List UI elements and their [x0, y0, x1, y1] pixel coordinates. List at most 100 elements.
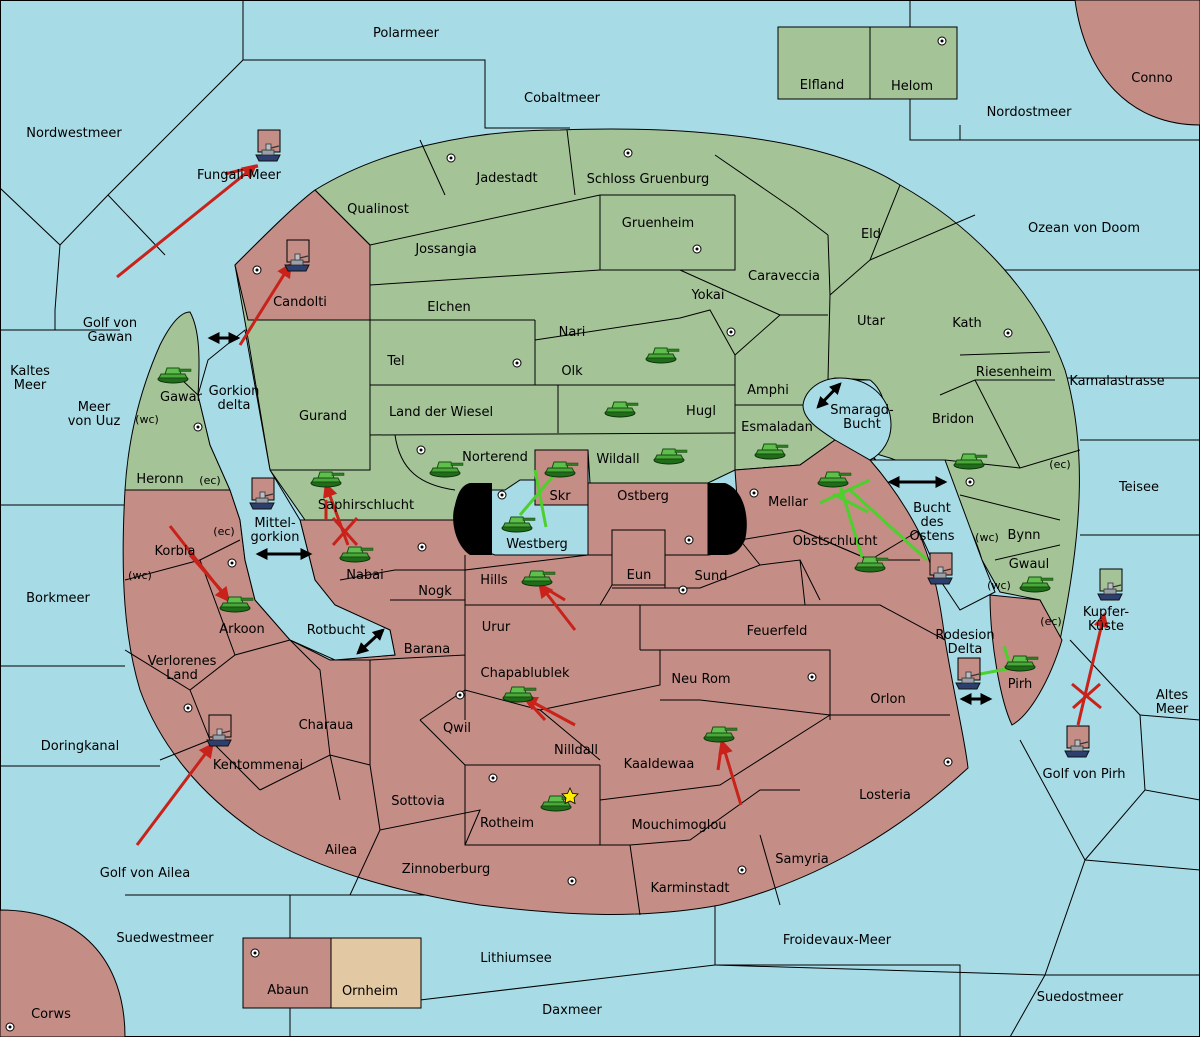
label-ozean-von-doom: Ozean von Doom: [1028, 221, 1140, 236]
label-zinnoberburg: Zinnoberburg: [402, 862, 490, 877]
label-amphi: Amphi: [747, 383, 789, 398]
label-westberg: Westberg: [506, 537, 568, 552]
supply-center-icon: [512, 358, 522, 368]
label-nabai: Nabai: [346, 568, 384, 583]
red-orders: [116, 164, 1109, 846]
province-eun[interactable]: [611, 529, 666, 586]
label-gruenheim: Gruenheim: [622, 216, 694, 231]
label-karminstadt: Karminstadt: [650, 881, 729, 896]
label-suedwestmeer: Suedwestmeer: [116, 931, 214, 946]
label-sund: Sund: [695, 569, 728, 584]
province-conno[interactable]: [1074, 0, 1200, 126]
label-esmaladan: Esmaladan: [741, 420, 813, 435]
arrow-icon: [188, 554, 230, 599]
province-elfland[interactable]: [777, 26, 871, 100]
label-kamalastrasse: Kamalastrasse: [1069, 374, 1164, 389]
supply-center-icon: [678, 585, 688, 595]
label-jossangia: Jossangia: [414, 242, 476, 257]
label-arkoon: Arkoon: [219, 622, 264, 637]
label-nari: Nari: [559, 325, 586, 340]
label-ailea: Ailea: [325, 843, 357, 858]
label-daxmeer: Daxmeer: [542, 1003, 602, 1018]
arrow-icon: [522, 696, 576, 727]
province-gawar[interactable]: [124, 311, 231, 491]
supply-center-icon: [416, 445, 426, 455]
supply-center-icon: [749, 488, 759, 498]
sea-mittelgorkion[interactable]: [197, 329, 396, 661]
arrow-icon: [224, 164, 259, 176]
label-skr: Skr: [549, 489, 571, 504]
supply-center-icon: [252, 265, 262, 275]
supply-center-icon: [227, 558, 237, 568]
ship-icon: [284, 239, 310, 272]
label-pirh: Pirh: [1008, 677, 1033, 692]
label-gurand: Gurand: [299, 409, 347, 424]
label-elchen: Elchen: [427, 300, 470, 315]
label-bynn: Bynn: [1007, 528, 1040, 543]
ship-icon: [255, 129, 281, 162]
supply-center-icon: [193, 422, 203, 432]
supply-center-icon: [1003, 328, 1013, 338]
label-jadestadt: Jadestadt: [475, 171, 537, 186]
label-ornheim: Ornheim: [342, 984, 398, 999]
label-kaaldewaa: Kaaldewaa: [624, 757, 695, 772]
supply-center-icon: [497, 490, 507, 500]
supply-center-icon: [937, 36, 947, 46]
supply-center-icon: [623, 148, 633, 158]
label-samyria: Samyria: [775, 852, 829, 867]
impassable-west: [453, 483, 492, 555]
label-sottovia: Sottovia: [391, 794, 445, 809]
label-gawar: Gawar: [160, 390, 203, 405]
label-eun: Eun: [627, 568, 652, 583]
label-hugl: Hugl: [686, 404, 716, 419]
label-charaua: Charaua: [299, 718, 354, 733]
support-line-icon: [533, 469, 548, 528]
arrow-icon: [323, 482, 350, 546]
label-mouchimoglou: Mouchimoglou: [631, 818, 726, 833]
supply-center-icon: [692, 244, 702, 254]
label-qwil: Qwil: [443, 721, 471, 736]
label-golf-von-pirh: Golf von Pirh: [1043, 767, 1126, 782]
ship-icon: [955, 657, 981, 690]
supply-center-icon: [943, 757, 953, 767]
label-qualinost: Qualinost: [347, 202, 409, 217]
label-rotheim: Rotheim: [480, 816, 534, 831]
ship-icon: [249, 477, 275, 510]
label-bridon: Bridon: [932, 412, 974, 427]
label-eld: Eld: [861, 227, 881, 242]
label-korbia-wc: (wc): [128, 569, 152, 582]
label-teisee: Teisee: [1118, 480, 1159, 495]
label-froidevaux-meer: Froidevaux-Meer: [783, 933, 892, 948]
label-fungali-meer: Fungali-Meer: [197, 168, 282, 183]
label-korbia-ec: (ec): [213, 525, 234, 538]
supply-center-icon: [737, 865, 747, 875]
label-nordostmeer: Nordostmeer: [987, 105, 1073, 120]
arrow-icon: [716, 741, 724, 771]
sea-bucht-des-ostens[interactable]: [868, 459, 996, 611]
label-abaun: Abaun: [267, 983, 309, 998]
label-polarmeer: Polarmeer: [373, 26, 440, 41]
x-mark-icon: [331, 517, 1102, 710]
arrow-icon: [539, 583, 566, 602]
label-smaragd-bucht: Smaragd-Bucht: [830, 403, 894, 432]
arrow-icon: [538, 582, 577, 631]
arrow-icon: [523, 696, 547, 722]
label-caraveccia: Caraveccia: [748, 269, 820, 284]
label-gwaul: Gwaul: [1009, 557, 1050, 572]
label-tel: Tel: [386, 354, 404, 369]
label-wildall: Wildall: [596, 452, 639, 467]
label-nordwestmeer: Nordwestmeer: [26, 126, 122, 141]
label-nilldall: Nilldall: [554, 743, 598, 758]
label-corws: Corws: [31, 1007, 71, 1022]
label-doringkanal: Doringkanal: [41, 739, 120, 754]
province-ornheim[interactable]: [330, 937, 422, 1009]
province-corws[interactable]: [0, 909, 126, 1037]
arrow-icon: [135, 742, 214, 846]
label-utar: Utar: [857, 314, 886, 329]
label-norterend: Norterend: [462, 450, 528, 465]
